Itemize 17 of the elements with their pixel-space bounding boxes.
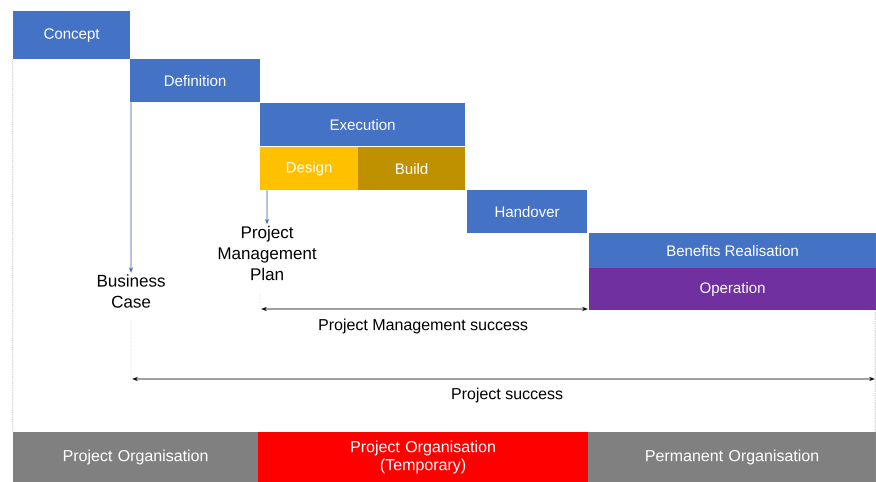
phase-box: Definition <box>130 59 260 102</box>
dimension-label: Project Management success <box>319 318 528 334</box>
stage-box: Design <box>260 147 358 190</box>
milestone-label: Business Case <box>98 274 165 308</box>
milestone-label: Project Management Plan <box>218 226 316 280</box>
organisation-band: Permanent Organisation <box>588 432 876 482</box>
organisation-band: Project Organisation (Temporary) <box>258 432 588 482</box>
dimension-label: Project success <box>452 388 562 402</box>
guide-line <box>874 310 876 432</box>
phase-box: Benefits Realisation <box>589 233 876 268</box>
phase-box: Concept <box>13 11 130 59</box>
organisation-band: Project Organisation <box>13 432 258 482</box>
stage-box: Build <box>358 147 465 190</box>
phase-box: Operation <box>589 268 876 310</box>
phase-box: Handover <box>467 190 587 233</box>
guide-line <box>12 58 14 432</box>
phase-box: Execution <box>260 103 465 146</box>
